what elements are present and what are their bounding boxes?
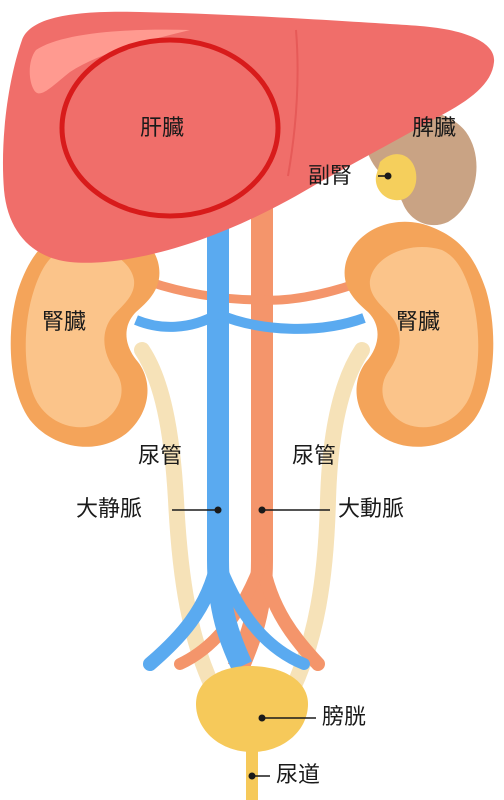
label-spleen: 脾臓 xyxy=(412,116,457,141)
adrenal-gland xyxy=(375,154,417,201)
dot-bladder xyxy=(258,714,266,722)
label-kidney-right: 腎臓 xyxy=(396,310,441,335)
label-adrenal: 副腎 xyxy=(308,164,353,189)
liver-lobe-line xyxy=(287,29,299,177)
dot-adrenal xyxy=(384,172,392,180)
label-liver: 肝臓 xyxy=(140,116,185,141)
renal-artery-left xyxy=(148,277,263,305)
liver-highlight xyxy=(29,29,191,94)
aorta-branch-right xyxy=(255,553,325,671)
dot-vena-cava xyxy=(214,506,222,514)
label-kidney-left: 腎臓 xyxy=(42,310,87,335)
label-vena-cava: 大静脈 xyxy=(76,497,143,522)
renal-vein-right xyxy=(216,309,366,334)
vena-cava-branch-right xyxy=(212,554,310,670)
label-ureter-left: 尿管 xyxy=(138,444,183,469)
kidney-right-inner xyxy=(369,246,479,428)
dot-aorta xyxy=(258,506,266,514)
leader-dots xyxy=(214,172,392,780)
renal-vein-left xyxy=(134,309,221,332)
dot-urethra xyxy=(248,772,256,780)
liver-highlight-circle xyxy=(59,37,281,219)
label-bladder: 膀胱 xyxy=(322,705,367,730)
label-urethra: 尿道 xyxy=(276,763,321,788)
bladder xyxy=(196,666,308,752)
label-aorta: 大動脈 xyxy=(338,497,405,522)
vena-cava-branch-left xyxy=(143,553,225,671)
liver xyxy=(2,11,495,263)
label-ureter-right: 尿管 xyxy=(292,444,337,469)
ureter-left xyxy=(134,342,222,698)
kidney-left-inner xyxy=(25,246,135,428)
